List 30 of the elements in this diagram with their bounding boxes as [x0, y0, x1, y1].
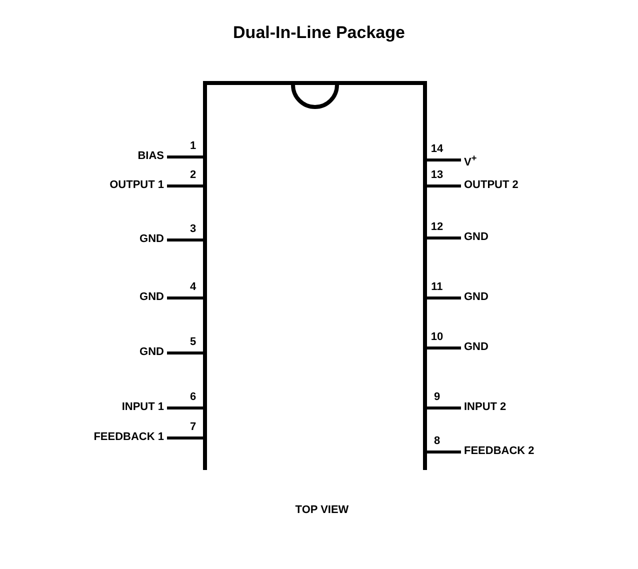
pin-name: GND: [464, 292, 488, 303]
pin-name: FEEDBACK 2: [464, 446, 534, 457]
pin-number: 3: [188, 224, 198, 235]
title: Dual-In-Line Package: [232, 24, 406, 41]
pin-number: 6: [188, 392, 198, 403]
pin-name: OUTPUT 1: [110, 180, 164, 191]
pin-number: 5: [188, 337, 198, 348]
pin-name: INPUT 1: [122, 402, 164, 413]
pin-number: 8: [432, 436, 442, 447]
pin-number: 11: [430, 282, 444, 293]
pin-name: V$^{+}$: [464, 154, 477, 169]
pin-name: GND: [464, 232, 488, 243]
pin-name: GND: [140, 234, 164, 245]
pin-number: 10: [430, 332, 444, 343]
pin-name: FEEDBACK 1: [94, 432, 164, 443]
pin-name: GND: [464, 342, 488, 353]
pin-name: BIAS: [138, 151, 164, 162]
pin-number: 1: [188, 141, 198, 152]
pin-number: 2: [188, 170, 198, 181]
view-caption: TOP VIEW: [294, 505, 350, 516]
pin-number: 13: [430, 170, 444, 181]
pin-number: 7: [188, 422, 198, 433]
pin-name: GND: [140, 292, 164, 303]
pin-name: OUTPUT 2: [464, 180, 518, 191]
pin-number: 4: [188, 282, 198, 293]
pin-name: GND: [140, 347, 164, 358]
pin-number: 14: [430, 144, 444, 155]
pin-name: INPUT 2: [464, 402, 506, 413]
pin-number: 9: [432, 392, 442, 403]
pin-number: 12: [430, 222, 444, 233]
